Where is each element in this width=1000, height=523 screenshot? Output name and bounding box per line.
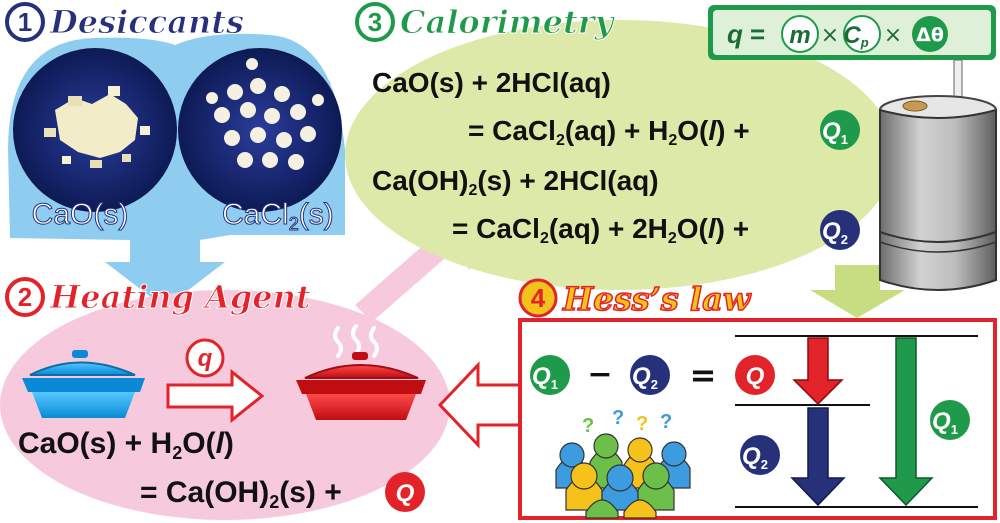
question-mark: ? bbox=[660, 411, 672, 433]
q1-circle bbox=[820, 110, 860, 150]
calorimeter-icon bbox=[879, 59, 997, 291]
section-number-badge bbox=[518, 278, 558, 318]
hess-q2-label: Q bbox=[632, 363, 651, 390]
puzzled-crowd-icon: ? ? ? ? bbox=[555, 407, 691, 519]
formula-times-2: × bbox=[884, 23, 902, 48]
question-mark: ? bbox=[636, 413, 648, 435]
section-number-badge bbox=[355, 2, 395, 42]
heat-q-circle-label: Q bbox=[396, 480, 415, 507]
section-title: Heating Agent bbox=[49, 278, 311, 316]
formula-equals: = bbox=[750, 19, 765, 49]
reaction2-line1: Ca(OH) bbox=[372, 165, 468, 196]
section-number: 4 bbox=[531, 283, 546, 313]
hess-q-label: Q bbox=[746, 363, 765, 390]
heat-q-badge bbox=[185, 338, 225, 378]
q-arrow-icon bbox=[792, 337, 844, 406]
heat-q-label: q bbox=[198, 345, 213, 372]
heating-equation-line2: = Ca(OH) bbox=[140, 476, 269, 509]
formula-m: m bbox=[789, 22, 810, 49]
heating-arrow-icon bbox=[166, 368, 265, 424]
q2-label: Q bbox=[822, 218, 841, 245]
svg-text:Q2: Q2 bbox=[632, 363, 658, 392]
cacl2-pellets bbox=[206, 58, 324, 170]
formula-delta-theta: Δθ bbox=[916, 24, 944, 46]
formula-c: Cp bbox=[843, 22, 868, 50]
section-title: Hess’s law bbox=[562, 280, 752, 318]
section-number-badge bbox=[5, 2, 45, 42]
steam-icon bbox=[333, 324, 379, 358]
green-arrow-to-hess bbox=[810, 265, 905, 318]
svg-text:Q2: Q2 bbox=[742, 443, 768, 472]
section-title: Calorimetry bbox=[400, 3, 616, 41]
q1-label: Q bbox=[822, 118, 841, 145]
q2-arrow-icon bbox=[790, 407, 846, 507]
cool-pot-icon bbox=[22, 350, 145, 418]
svg-text:Q1: Q1 bbox=[932, 408, 958, 437]
reaction1-line2: = CaCl bbox=[468, 115, 556, 146]
svg-text:= CaCl2(aq) + 2H2O(l) +: = CaCl2(aq) + 2H2O(l) + bbox=[452, 213, 749, 247]
section-number-badge bbox=[5, 277, 45, 317]
section-hess-law: 4 Hess’s law Q1 − Q2 = Q Q2 Q1 bbox=[437, 278, 997, 520]
section-number: 1 bbox=[18, 7, 32, 37]
section-number: 3 bbox=[368, 7, 382, 37]
question-mark: ? bbox=[582, 415, 594, 437]
section-heating-agent: 2 Heating Agent q CaO(s) + H2O(l) bbox=[5, 277, 426, 512]
calorimetry-background bbox=[345, 20, 895, 290]
formula-q: q bbox=[727, 19, 743, 49]
reaction1-line1: CaO(s) + 2HCl(aq) bbox=[372, 67, 611, 98]
diagram-q1-label: Q bbox=[932, 408, 951, 435]
cao-granules bbox=[44, 86, 150, 168]
cacl2-subscript: 2 bbox=[289, 214, 299, 234]
hess-q1-circle bbox=[530, 355, 570, 395]
svg-text:Q2: Q2 bbox=[822, 218, 848, 247]
reaction2-line2: = CaCl bbox=[452, 213, 540, 244]
section-number: 2 bbox=[18, 282, 32, 312]
heating-equation-line1: CaO(s) + H bbox=[18, 427, 172, 460]
section-title: Desiccants bbox=[49, 3, 244, 41]
arrow-to-heating-agent bbox=[437, 361, 522, 449]
svg-text:Ca(OH)2(s) + 2HCl(aq): Ca(OH)2(s) + 2HCl(aq) bbox=[372, 165, 659, 199]
svg-text:= Ca(OH)2(s) +: = Ca(OH)2(s) + bbox=[140, 476, 342, 512]
svg-text:CaCl2(s): CaCl2(s) bbox=[222, 198, 334, 234]
q1-arrow-icon bbox=[878, 337, 934, 507]
q2-circle bbox=[820, 210, 860, 250]
heat-q-circle bbox=[385, 472, 425, 512]
svg-text:= CaCl2(aq) + H2O(l) +: = CaCl2(aq) + H2O(l) + bbox=[468, 115, 750, 149]
hess-q2-circle bbox=[630, 355, 670, 395]
cacl2-state: (s) bbox=[299, 198, 334, 231]
diagram-q1-circle bbox=[930, 400, 970, 440]
cacl2-label: CaCl bbox=[222, 198, 289, 231]
question-mark: ? bbox=[612, 407, 624, 429]
hess-equals: = bbox=[690, 356, 717, 394]
formula-times-1: × bbox=[821, 23, 839, 48]
svg-text:CaO(s) + H2O(l): CaO(s) + H2O(l) bbox=[18, 427, 234, 463]
cao-label: CaO(s) bbox=[32, 198, 129, 231]
hess-q-circle bbox=[735, 355, 775, 395]
svg-text:Q1: Q1 bbox=[532, 363, 558, 392]
svg-text:Q1: Q1 bbox=[822, 118, 848, 147]
hess-minus: − bbox=[587, 357, 612, 392]
section-desiccants: 1 Desiccants CaO(s) CaCl2(s) bbox=[5, 2, 342, 235]
diagram-q2-label: Q bbox=[742, 443, 761, 470]
hot-pot-icon bbox=[296, 352, 426, 420]
hess-q1-label: Q bbox=[532, 363, 551, 390]
section-calorimetry: 3 Calorimetry q = m × Cp × Δθ CaO(s) + 2… bbox=[355, 2, 997, 291]
diagram-q2-circle bbox=[740, 435, 780, 475]
